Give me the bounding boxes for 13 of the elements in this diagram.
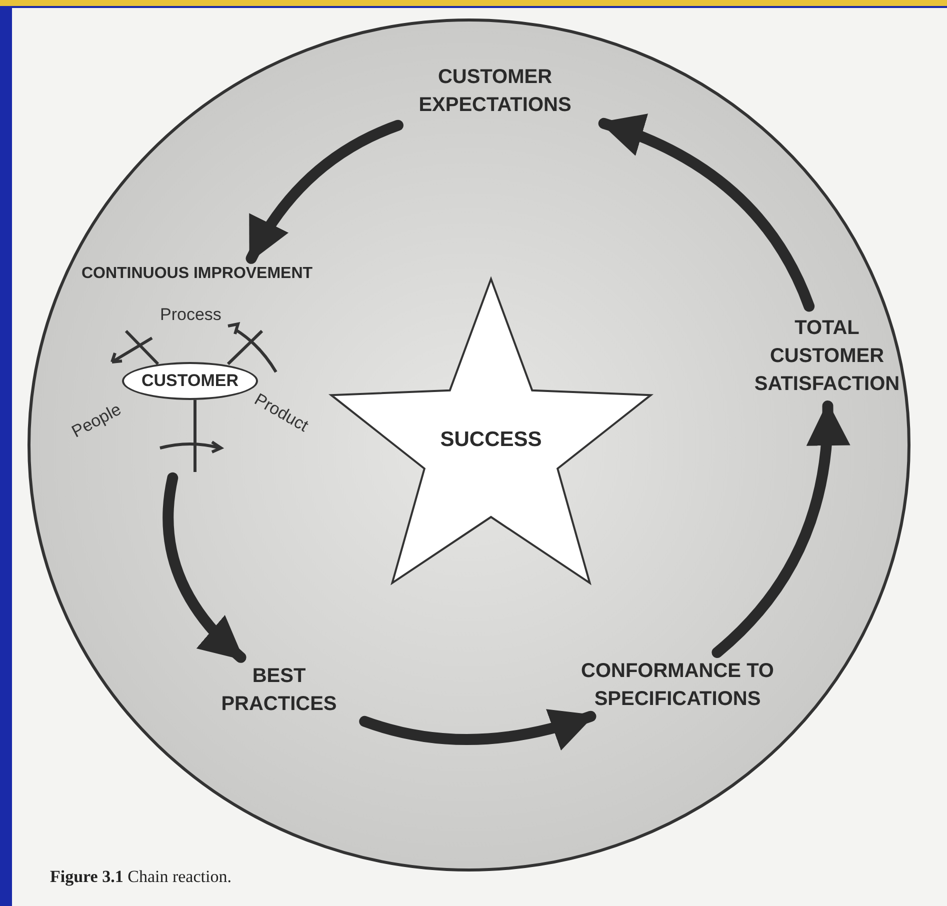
curved-arrow	[712, 400, 850, 658]
node-label: BEST PRACTICES	[220, 664, 338, 717]
node-label: SUCCESS	[440, 427, 542, 454]
node-label: TOTAL CUSTOMER SATISFACTION	[753, 316, 901, 397]
node-label: CONFORMANCE TO SPECIFICATIONS	[580, 659, 775, 712]
spoke-label: Process	[160, 304, 222, 326]
curved-arrow	[598, 115, 815, 312]
curved-arrow	[162, 472, 246, 663]
curved-arrow	[359, 708, 596, 750]
node-label: CONTINUOUS IMPROVEMENT	[81, 264, 313, 284]
figure-caption: Figure 3.1 Chain reaction.	[50, 866, 232, 888]
curved-arrow	[246, 120, 404, 264]
node-label: CUSTOMER EXPECTATIONS	[418, 65, 572, 118]
